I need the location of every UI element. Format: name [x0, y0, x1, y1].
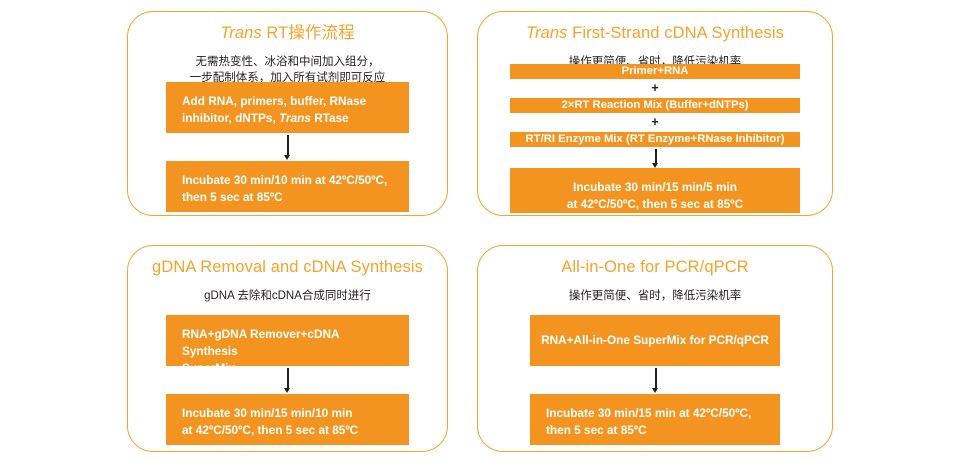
- reagent-bar-rt-reaction-mix: 2×RT Reaction Mix (Buffer+dNTPs): [510, 98, 800, 113]
- flow-arrow-icon: [650, 368, 661, 393]
- step-line: then 5 sec at 85ºC: [546, 423, 647, 438]
- trans-brand-italic: Trans: [279, 111, 311, 126]
- step-line: Incubate 30 min/15 min/10 min: [182, 406, 353, 420]
- panel-title-rest: First-Strand cDNA Synthesis: [567, 24, 784, 42]
- reagent-bar-rt-ri-enzyme-mix: RT/RI Enzyme Mix (RT Enzyme+RNase Inhibi…: [510, 132, 800, 147]
- reagent-bar-primer-rna: Primer+RNA: [510, 64, 800, 79]
- plus-symbol: +: [651, 115, 659, 129]
- panel-title: Trans First-Strand cDNA Synthesis: [478, 24, 832, 44]
- step-line: SuperMix: [182, 361, 236, 376]
- panel-title: gDNA Removal and cDNA Synthesis: [128, 258, 447, 278]
- subtitle-line: gDNA 去除和cDNA合成同时进行: [204, 289, 371, 302]
- step-line: at 42ºC/50ºC, then 5 sec at 85ºC: [566, 197, 744, 212]
- step-box-rna-gdna-remover: RNA+gDNA Remover+cDNA Synthesis SuperMix: [166, 315, 409, 375]
- panel-title-rest: All-in-One for PCR/qPCR: [561, 258, 749, 276]
- step-line: inhibitor, dNTPs, Trans RTase: [182, 111, 349, 126]
- step-box-add-reagents: Add RNA, primers, buffer, RNase inhibito…: [166, 82, 409, 133]
- step-line: RNA+gDNA Remover+cDNA Synthesis: [182, 327, 340, 359]
- step-box-incubate: Incubate 30 min/10 min at 42ºC/50ºC, the…: [166, 161, 409, 212]
- step-line: then 5 sec at 85ºC: [182, 190, 283, 205]
- plus-symbol: +: [651, 81, 659, 95]
- subtitle-line: 操作更简便、省时，降低污染机率: [568, 289, 742, 302]
- step-box-rna-all-in-one-supermix: RNA+All-in-One SuperMix for PCR/qPCR: [530, 315, 780, 366]
- panel-title-rest: RT操作流程: [261, 24, 355, 42]
- panel-subtitle: 操作更简便、省时，降低污染机率: [478, 288, 832, 305]
- panel-subtitle: gDNA 去除和cDNA合成同时进行: [128, 288, 447, 305]
- flow-arrow-icon: [282, 368, 293, 393]
- step-box-incubate: Incubate 30 min/15 min at 42ºC/50ºC, the…: [530, 394, 780, 445]
- panel-subtitle: 无需热变性、冰浴和中间加入组分， 一步配制体系，加入所有试剂即可反应: [128, 54, 447, 87]
- flow-arrow-icon: [282, 135, 293, 160]
- flow-arrow-icon: [650, 149, 661, 168]
- step-box-incubate: Incubate 30 min/15 min/5 min at 42ºC/50º…: [510, 168, 800, 213]
- step-line: Incubate 30 min/10 min at 42ºC/50ºC,: [182, 173, 388, 187]
- subtitle-line: 无需热变性、冰浴和中间加入组分，: [195, 55, 380, 68]
- panel-title-rest: gDNA Removal and cDNA Synthesis: [152, 258, 423, 276]
- step-line: Incubate 30 min/15 min at 42ºC/50ºC,: [546, 406, 752, 420]
- step-line: Incubate 30 min/15 min/5 min: [573, 180, 737, 194]
- step-line: at 42ºC/50ºC, then 5 sec at 85ºC: [182, 423, 359, 438]
- step-box-incubate: Incubate 30 min/15 min/10 min at 42ºC/50…: [166, 394, 409, 445]
- panel-title-italic: Trans: [220, 24, 262, 42]
- subtitle-line: 一步配制体系，加入所有试剂即可反应: [189, 72, 386, 85]
- panel-title: All-in-One for PCR/qPCR: [478, 258, 832, 278]
- panel-title: Trans RT操作流程: [128, 24, 447, 44]
- step-line: Add RNA, primers, buffer, RNase: [182, 94, 367, 108]
- panel-title-italic: Trans: [526, 24, 568, 42]
- step-line: RNA+All-in-One SuperMix for PCR/qPCR: [541, 332, 769, 347]
